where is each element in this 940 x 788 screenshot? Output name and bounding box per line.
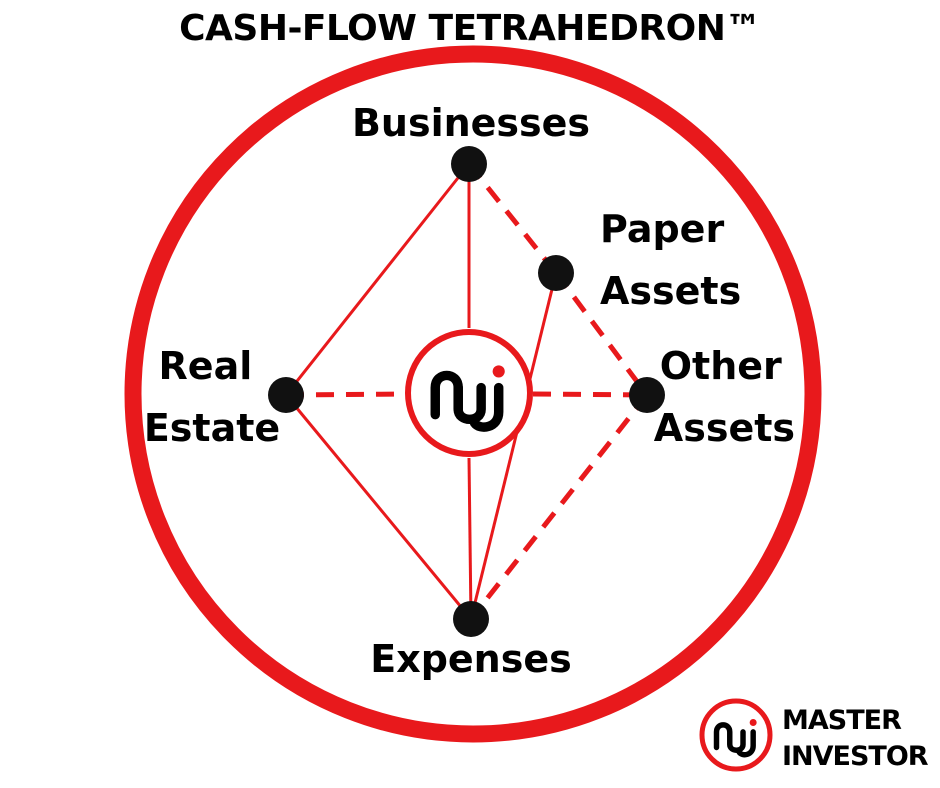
brand-name-line1: MASTER [782, 705, 902, 736]
node-other-assets [629, 377, 665, 413]
brand-logo: MASTER INVESTOR [699, 698, 930, 772]
dashed-edges [285, 162, 650, 621]
edge-center-other-assets [532, 391, 648, 398]
brand-logo-ring [699, 698, 773, 772]
center-logo-ring [405, 329, 533, 457]
label-paper-assets: Paper Assets [600, 207, 741, 313]
mi-logo-icon [430, 365, 505, 432]
mi-logo-icon [713, 719, 757, 758]
brand-name-line2: INVESTOR [782, 741, 929, 772]
solid-edges [284, 163, 558, 620]
outer-ring [124, 45, 822, 743]
label-expenses: Expenses [370, 637, 572, 681]
edge-real-estate-expenses [284, 394, 473, 620]
node-paper-assets [538, 255, 574, 291]
node-expenses [453, 601, 489, 637]
edge-paper-assets-expenses [469, 272, 558, 620]
nodes [268, 146, 665, 637]
edge-center-expenses [467, 457, 473, 620]
edge-businesses-paper-assets [467, 162, 558, 275]
label-real-estate: Real Estate [144, 344, 280, 450]
edge-businesses-real-estate [284, 163, 471, 396]
node-businesses [451, 146, 487, 182]
center-logo [405, 329, 533, 457]
node-real-estate [268, 377, 304, 413]
page-title: CASH-FLOW TETRAHEDRON™ [179, 8, 761, 49]
edge-paper-assets-other-assets [553, 271, 650, 397]
edge-other-assets-expenses [469, 393, 649, 621]
label-other-assets: Other Assets [654, 344, 795, 450]
edge-real-estate-center [285, 391, 406, 398]
label-businesses: Businesses [352, 101, 590, 145]
